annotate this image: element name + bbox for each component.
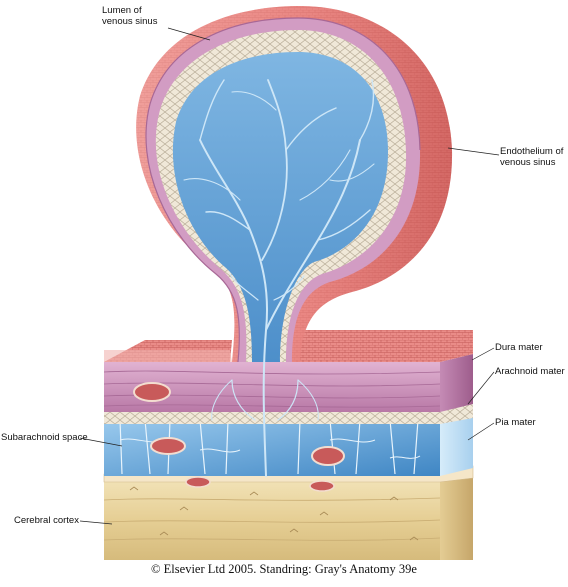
- arachnoid-trabeculae: [183, 79, 375, 477]
- label-endothelium: Endothelium of venous sinus: [500, 146, 563, 168]
- blood-vessel-left: [150, 437, 186, 455]
- label-endothelium-line1: Endothelium of: [500, 146, 564, 157]
- label-pia-mater: Pia mater: [495, 417, 536, 428]
- dura-vessel: [133, 382, 171, 402]
- leader-cortex: [79, 520, 113, 525]
- arachnoid-mater-layer: [104, 402, 473, 424]
- venous-sinus-dome: [136, 6, 453, 363]
- label-lumen-line1: Lumen of: [102, 5, 142, 16]
- copyright-caption: © Elsevier Ltd 2005. Standring: Gray's A…: [151, 562, 417, 576]
- label-lumen-line2: venous sinus: [102, 16, 158, 27]
- cerebral-cortex-layer: [103, 470, 473, 560]
- label-dura-mater: Dura mater: [495, 342, 543, 353]
- leader-subarachnoid: [79, 437, 123, 447]
- label-cerebral-cortex: Cerebral cortex: [14, 515, 79, 526]
- leader-pia: [467, 422, 495, 441]
- leader-lines: [79, 27, 500, 525]
- label-arachnoid-mater: Arachnoid mater: [495, 366, 565, 377]
- label-lumen: Lumen of venous sinus: [102, 5, 157, 27]
- leader-lumen: [167, 27, 211, 41]
- leader-arachnoid: [467, 371, 495, 405]
- label-endothelium-line2: venous sinus: [500, 157, 556, 168]
- leader-dura: [471, 347, 495, 361]
- dura-mater-layer: [103, 330, 473, 412]
- blood-vessel-right: [311, 446, 345, 466]
- subarachnoid-space-layer: [104, 410, 473, 492]
- label-subarachnoid-space: Subarachnoid space: [1, 432, 88, 443]
- leader-endothelium: [447, 147, 500, 156]
